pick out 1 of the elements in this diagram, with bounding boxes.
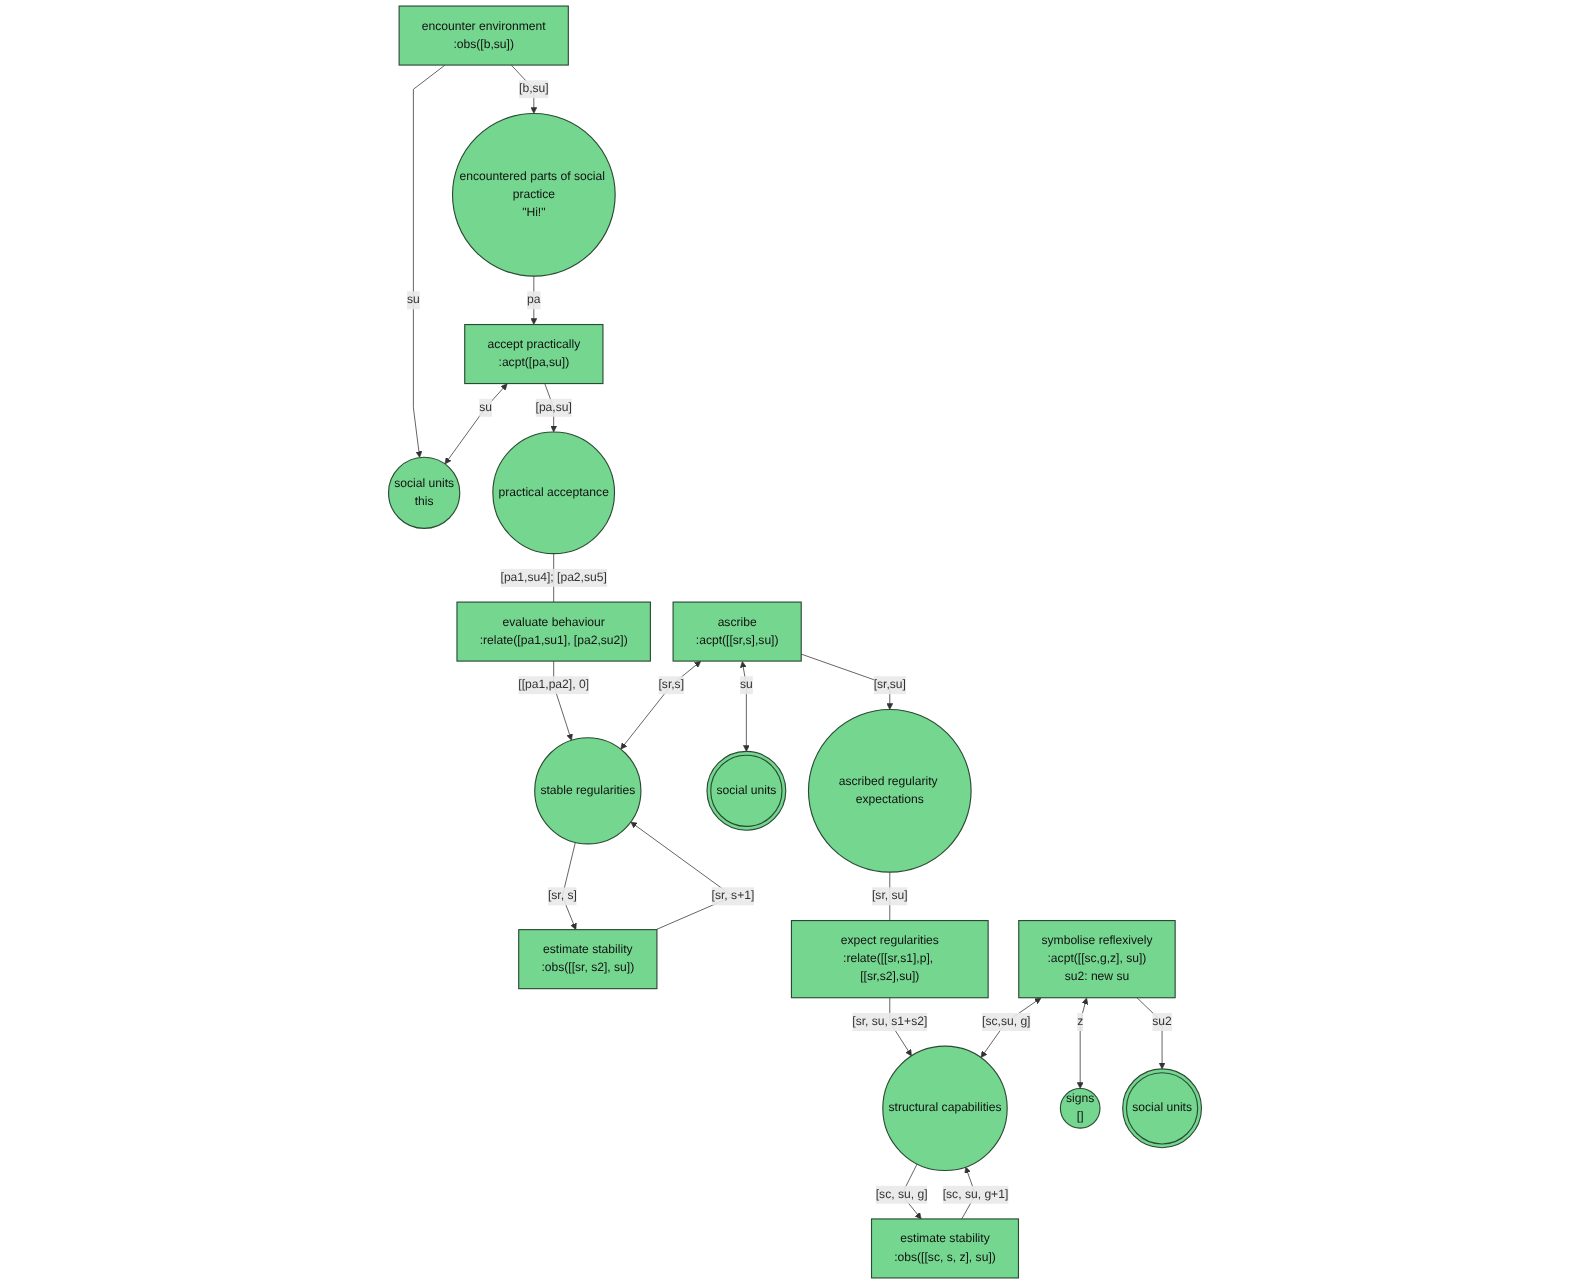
- connector: [889, 871, 891, 921]
